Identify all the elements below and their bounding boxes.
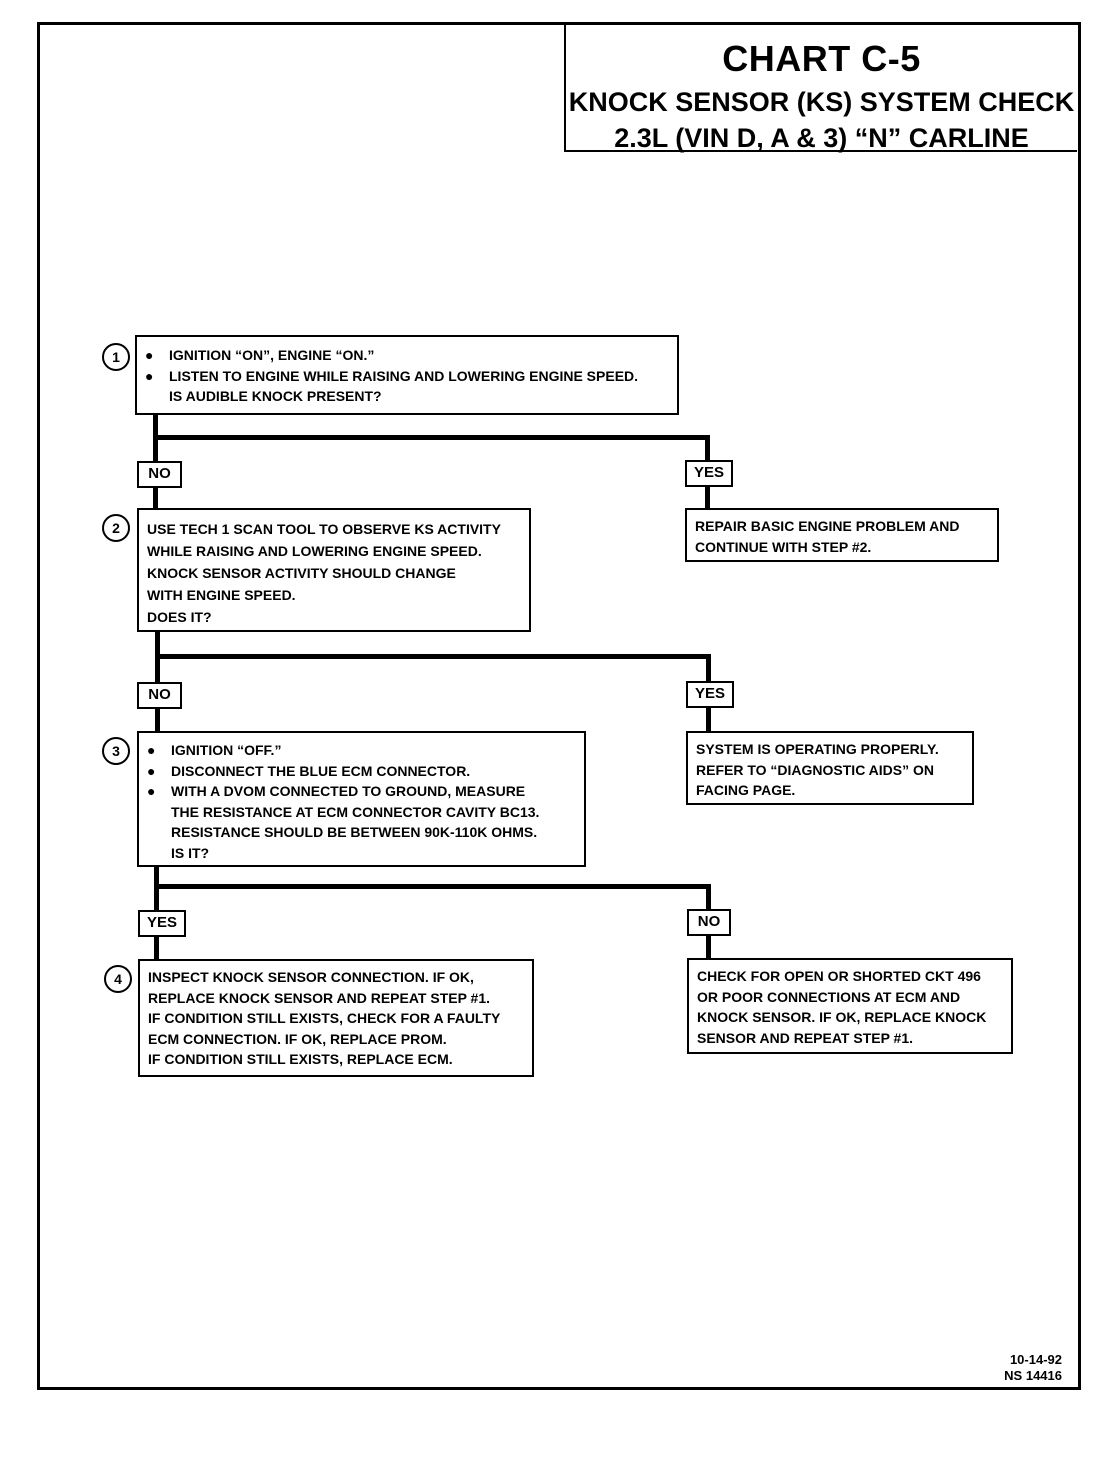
chart-number: CHART C-5 bbox=[722, 38, 921, 79]
connector-s2-branch bbox=[155, 654, 711, 659]
connector-s1-branch bbox=[153, 435, 710, 440]
result-1-line-1: REPAIR BASIC ENGINE PROBLEM AND bbox=[695, 518, 960, 534]
step-3-bullet-3: ● WITH A DVOM CONNECTED TO GROUND, MEASUR… bbox=[147, 781, 576, 802]
result-3-line-1: CHECK FOR OPEN OR SHORTED CKT 496 bbox=[697, 968, 981, 984]
step-4-line-4: ECM CONNECTION. IF OK, REPLACE PROM. bbox=[148, 1030, 447, 1047]
result-box-repair: REPAIR BASIC ENGINE PROBLEM AND CONTINUE… bbox=[685, 508, 999, 562]
step-3-text-3: WITH A DVOM CONNECTED TO GROUND, MEASURE bbox=[171, 783, 526, 799]
connector-yes3-down bbox=[154, 937, 159, 961]
step-1-bullet-2: ● LISTEN TO ENGINE WHILE RAISING AND LOWE… bbox=[145, 366, 669, 387]
page-frame bbox=[37, 22, 1081, 1390]
step-3-text-1: IGNITION “OFF.” bbox=[171, 742, 282, 758]
result-box-operating: SYSTEM IS OPERATING PROPERLY. REFER TO “… bbox=[686, 731, 974, 805]
step-2-line-2: WHILE RAISING AND LOWERING ENGINE SPEED. bbox=[147, 543, 482, 559]
chart-title-line1: KNOCK SENSOR (KS) SYSTEM CHECK bbox=[568, 87, 1075, 117]
step-2-line-4: WITH ENGINE SPEED. bbox=[147, 587, 296, 603]
step-3-text-2: DISCONNECT THE BLUE ECM CONNECTOR. bbox=[171, 762, 471, 779]
result-2-line-2: REFER TO “DIAGNOSTIC AIDS” ON bbox=[696, 761, 935, 778]
result-3-line-4: SENSOR AND REPEAT STEP #1. bbox=[697, 1029, 914, 1046]
connector-yes2-down bbox=[706, 654, 711, 682]
step-number-3: 3 bbox=[102, 737, 130, 765]
step-3-question: IS IT? bbox=[171, 844, 210, 861]
no-label-3: NO bbox=[687, 909, 731, 936]
step-2-line-1: USE TECH 1 SCAN TOOL TO OBSERVE KS ACTIV… bbox=[147, 521, 501, 537]
step-number-2: 2 bbox=[102, 514, 130, 542]
step-2-line-3: KNOCK SENSOR ACTIVITY SHOULD CHANGE bbox=[147, 565, 456, 581]
step-2-line-5: DOES IT? bbox=[147, 609, 212, 625]
yes-label-2: YES bbox=[686, 681, 734, 708]
no-label-2: NO bbox=[137, 682, 182, 709]
step-4-line-5: IF CONDITION STILL EXISTS, REPLACE ECM. bbox=[148, 1051, 453, 1067]
step-1-text-1: IGNITION “ON”, ENGINE “ON.” bbox=[169, 347, 375, 363]
result-box-check-circuit: CHECK FOR OPEN OR SHORTED CKT 496 OR POO… bbox=[687, 958, 1013, 1054]
connector-yes1-down bbox=[705, 435, 710, 461]
step-1-question: IS AUDIBLE KNOCK PRESENT? bbox=[169, 388, 382, 404]
step-3-box: ● IGNITION “OFF.” ● DISCONNECT THE BLUE EC… bbox=[137, 731, 586, 867]
step-4-line-1: INSPECT KNOCK SENSOR CONNECTION. IF OK, bbox=[148, 969, 474, 985]
footer-code: NS 14416 bbox=[1004, 1368, 1062, 1383]
step-1-text-2: LISTEN TO ENGINE WHILE RAISING AND LOWER… bbox=[169, 367, 639, 384]
result-2-line-3: FACING PAGE. bbox=[696, 782, 796, 798]
step-3-bullet-1: ● IGNITION “OFF.” bbox=[147, 740, 576, 761]
connector-s3-branch bbox=[154, 884, 711, 889]
connector-no3-down bbox=[706, 884, 711, 910]
yes-label-1: YES bbox=[685, 460, 733, 487]
result-2-line-1: SYSTEM IS OPERATING PROPERLY. bbox=[696, 741, 939, 757]
step-number-4: 4 bbox=[104, 965, 132, 993]
connector-yes1-result bbox=[705, 487, 710, 509]
bullet-icon: ● bbox=[147, 783, 156, 799]
footer-code-block: 10-14-92 NS 14416 bbox=[1004, 1352, 1062, 1384]
step-4-line-3: IF CONDITION STILL EXISTS, CHECK FOR A F… bbox=[148, 1010, 501, 1026]
step-1-box: ● IGNITION “ON”, ENGINE “ON.” ● LISTEN TO … bbox=[135, 335, 679, 415]
step-4-line-2: REPLACE KNOCK SENSOR AND REPEAT STEP #1. bbox=[148, 989, 491, 1006]
result-3-line-2: OR POOR CONNECTIONS AT ECM AND bbox=[697, 988, 961, 1005]
step-number-1: 1 bbox=[102, 343, 130, 371]
chart-title-line2: 2.3L (VIN D, A & 3) “N” CARLINE bbox=[614, 123, 1029, 153]
connector-no3-result bbox=[706, 936, 711, 960]
connector-no1-down bbox=[153, 487, 158, 509]
step-3-cont-2: RESISTANCE SHOULD BE BETWEEN 90K-110K OH… bbox=[171, 824, 538, 840]
title-block: CHART C-5 KNOCK SENSOR (KS) SYSTEM CHECK… bbox=[564, 24, 1077, 152]
bullet-icon: ● bbox=[147, 742, 156, 758]
step-1-bullet-1: ● IGNITION “ON”, ENGINE “ON.” bbox=[145, 345, 669, 366]
step-2-box: USE TECH 1 SCAN TOOL TO OBSERVE KS ACTIV… bbox=[137, 508, 531, 632]
bullet-icon: ● bbox=[147, 762, 156, 779]
result-3-line-3: KNOCK SENSOR. IF OK, REPLACE KNOCK bbox=[697, 1009, 987, 1025]
no-label-1: NO bbox=[137, 461, 182, 488]
connector-yes2-result bbox=[706, 707, 711, 732]
result-1-line-2: CONTINUE WITH STEP #2. bbox=[695, 538, 872, 555]
bullet-icon: ● bbox=[145, 347, 154, 363]
step-3-cont-1: THE RESISTANCE AT ECM CONNECTOR CAVITY B… bbox=[171, 803, 540, 820]
connector-no2-down bbox=[155, 708, 160, 733]
footer-date: 10-14-92 bbox=[1009, 1352, 1062, 1367]
step-3-bullet-2: ● DISCONNECT THE BLUE ECM CONNECTOR. bbox=[147, 761, 576, 782]
bullet-icon: ● bbox=[145, 367, 154, 384]
yes-label-3: YES bbox=[138, 910, 186, 937]
step-4-box: INSPECT KNOCK SENSOR CONNECTION. IF OK, … bbox=[138, 959, 534, 1077]
